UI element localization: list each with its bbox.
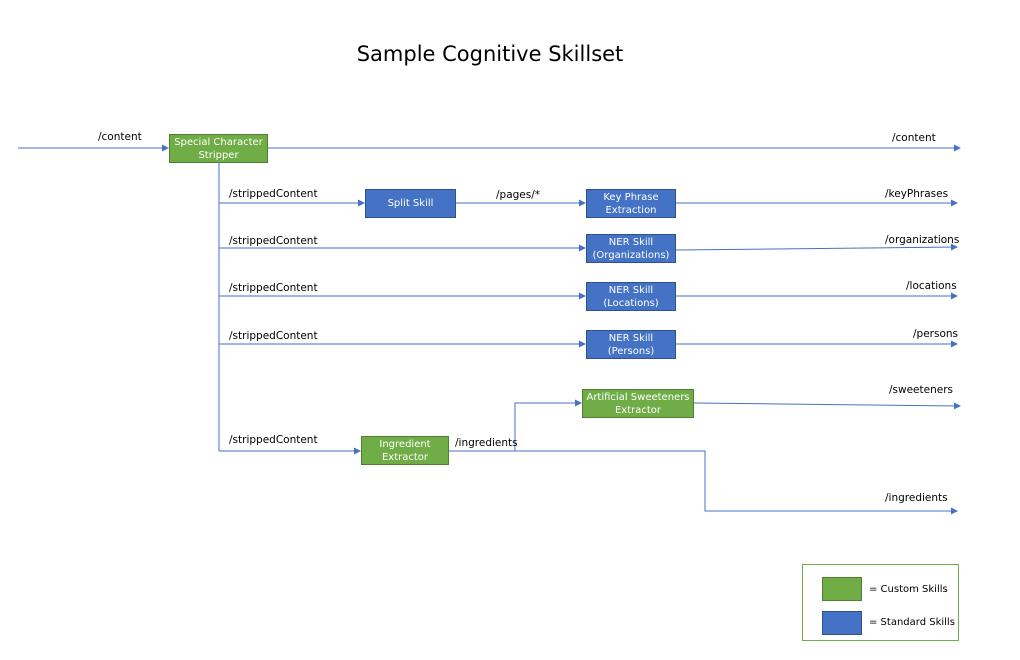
sweeteners-output-arrow <box>693 402 961 410</box>
artificial-sweeteners-extractor-box: Artificial Sweeteners Extractor <box>582 389 694 418</box>
label-content-out: /content <box>892 132 936 144</box>
label-stripped-3: /strippedContent <box>229 282 318 294</box>
legend-standard-swatch <box>822 611 862 635</box>
ner-locations-box: NER Skill (Locations) <box>586 282 676 311</box>
legend-custom-swatch <box>822 577 862 601</box>
ner-organizations-box: NER Skill (Organizations) <box>586 234 676 263</box>
label-pages: /pages/* <box>496 189 541 201</box>
label-organizations: /organizations <box>885 234 960 246</box>
split-skill-box: Split Skill <box>365 189 456 218</box>
label-content-in: /content <box>98 131 142 143</box>
legend: = Custom Skills = Standard Skills <box>802 564 959 641</box>
ingredients-to-sweeteners-arrow <box>449 399 582 452</box>
ingredient-extractor-box: Ingredient Extractor <box>361 436 449 465</box>
legend-custom-label: = Custom Skills <box>869 584 948 595</box>
key-phrase-extraction-box: Key Phrase Extraction <box>586 189 676 218</box>
special-character-stripper-box: Special Character Stripper <box>169 134 268 163</box>
label-locations: /locations <box>906 280 957 292</box>
organizations-output-arrow <box>675 243 958 251</box>
label-persons: /persons <box>913 328 958 340</box>
label-stripped-5: /strippedContent <box>229 434 318 446</box>
ingredients-output-arrow <box>515 450 958 515</box>
label-stripped-2: /strippedContent <box>229 235 318 247</box>
legend-standard-label: = Standard Skills <box>869 617 955 628</box>
label-ingredients-mid: /ingredients <box>455 437 518 449</box>
diagram-title: Sample Cognitive Skillset <box>356 42 624 66</box>
label-stripped-4: /strippedContent <box>229 330 318 342</box>
ner-persons-box: NER Skill (Persons) <box>586 330 676 359</box>
label-stripped-1: /strippedContent <box>229 188 318 200</box>
label-keyphrases: /keyPhrases <box>885 188 949 200</box>
label-ingredients-out: /ingredients <box>885 492 948 504</box>
label-sweeteners: /sweeteners <box>889 384 953 396</box>
